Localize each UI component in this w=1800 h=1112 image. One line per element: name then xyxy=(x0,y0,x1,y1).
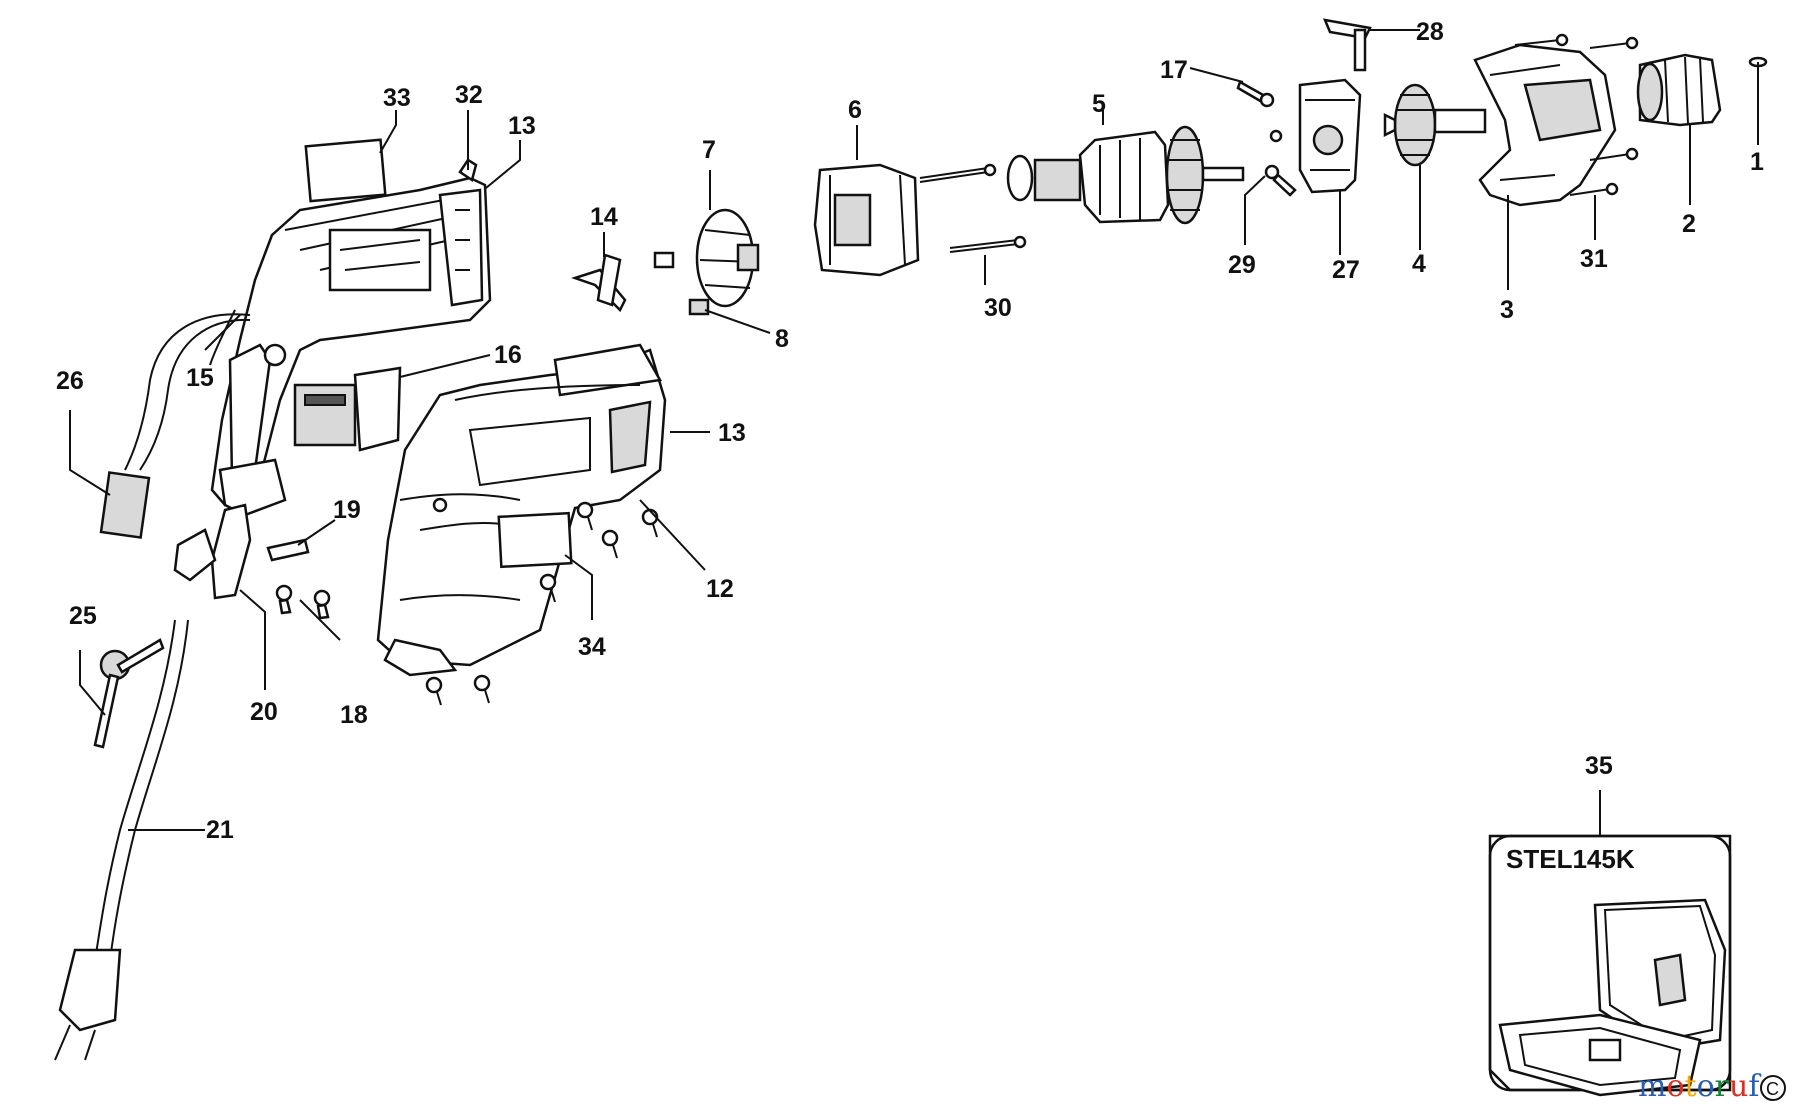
part-label-34: 34 xyxy=(578,633,606,661)
brush-8 xyxy=(688,298,710,316)
label-plate-33 xyxy=(304,138,387,203)
part-label-5: 5 xyxy=(1092,90,1106,118)
label-plate-34 xyxy=(497,511,573,569)
part-label-2: 2 xyxy=(1682,210,1696,238)
watermark-letter: u xyxy=(1729,1069,1748,1104)
part-label-19: 19 xyxy=(333,496,361,524)
screw-17 xyxy=(1236,80,1275,108)
field-bolts-30 xyxy=(919,163,1027,253)
part-label-28: 28 xyxy=(1416,18,1444,46)
part-label-7: 7 xyxy=(702,136,716,164)
stator-field-6 xyxy=(813,163,920,277)
brush-holder-14 xyxy=(571,253,627,313)
case-model-label: STEL145K xyxy=(1506,844,1635,874)
part-label-35: 35 xyxy=(1585,752,1613,780)
part-label-14: 14 xyxy=(590,203,618,231)
screw-29 xyxy=(1272,173,1297,197)
part-label-8: 8 xyxy=(775,325,789,353)
part-label-6: 6 xyxy=(848,96,862,124)
part-label-27: 27 xyxy=(1332,256,1360,284)
svg-text:C: C xyxy=(1766,1079,1779,1099)
part-label-13-upper: 13 xyxy=(508,112,536,140)
brush-ring-7 xyxy=(695,208,760,308)
part-label-16: 16 xyxy=(494,341,522,369)
part-label-21: 21 xyxy=(206,816,234,844)
part-label-20: 20 xyxy=(250,698,278,726)
plug xyxy=(58,948,122,1032)
armature-5 xyxy=(1006,125,1245,225)
watermark-letter: o xyxy=(1697,1069,1715,1104)
gear-housing-27 xyxy=(1298,78,1362,194)
brush-7-small xyxy=(653,251,675,269)
part-label-15: 15 xyxy=(186,364,214,392)
power-cord-26-wire xyxy=(124,313,251,471)
housing-half-left xyxy=(210,176,492,517)
part-label-32: 32 xyxy=(455,81,483,109)
strain-relief-20 xyxy=(210,503,252,600)
hammer-lever-28 xyxy=(1322,18,1372,72)
washer-29-b xyxy=(1264,164,1280,180)
leader-lines xyxy=(69,29,1759,836)
part-label-17: 17 xyxy=(1160,56,1188,84)
chuck-key-25 xyxy=(93,638,165,749)
part-label-31: 31 xyxy=(1580,245,1608,273)
part-label-1: 1 xyxy=(1750,148,1764,176)
watermark-letter: t xyxy=(1685,1069,1697,1104)
screws-31 xyxy=(1514,33,1639,196)
watermark-logo: motoruf xyxy=(1638,1069,1761,1104)
carbon-brush-26 xyxy=(99,471,151,539)
housing-half-right xyxy=(376,343,667,677)
part-label-26: 26 xyxy=(56,367,84,395)
watermark-letter: f xyxy=(1748,1069,1761,1104)
part-label-25: 25 xyxy=(69,602,97,630)
switch-16 xyxy=(293,366,402,452)
part-label-4: 4 xyxy=(1412,250,1426,278)
washer-29-a xyxy=(1269,129,1283,143)
part-label-33: 33 xyxy=(383,84,411,112)
part-label-29: 29 xyxy=(1228,251,1256,279)
part-label-3: 3 xyxy=(1500,296,1514,324)
watermark-letter: r xyxy=(1715,1069,1730,1104)
power-cord-21 xyxy=(94,619,176,961)
gear-4 xyxy=(1383,83,1487,167)
part-number-labels: 1 2 3 4 5 6 7 8 12 13 13 14 15 16 17 18 … xyxy=(56,18,1764,844)
cord-clamp xyxy=(173,528,217,582)
part-label-30: 30 xyxy=(984,294,1012,322)
watermark-letter: o xyxy=(1666,1069,1684,1104)
corner-mark: C xyxy=(1760,1075,1786,1101)
part-label-18: 18 xyxy=(340,701,368,729)
chuck-2 xyxy=(1636,53,1722,127)
watermark-letter: m xyxy=(1638,1069,1666,1104)
front-housing-3 xyxy=(1473,43,1617,207)
carry-case-35 xyxy=(1488,834,1732,1097)
part-label-12: 12 xyxy=(706,575,734,603)
wire-15 xyxy=(209,309,236,366)
part-label-13-lower: 13 xyxy=(718,419,746,447)
